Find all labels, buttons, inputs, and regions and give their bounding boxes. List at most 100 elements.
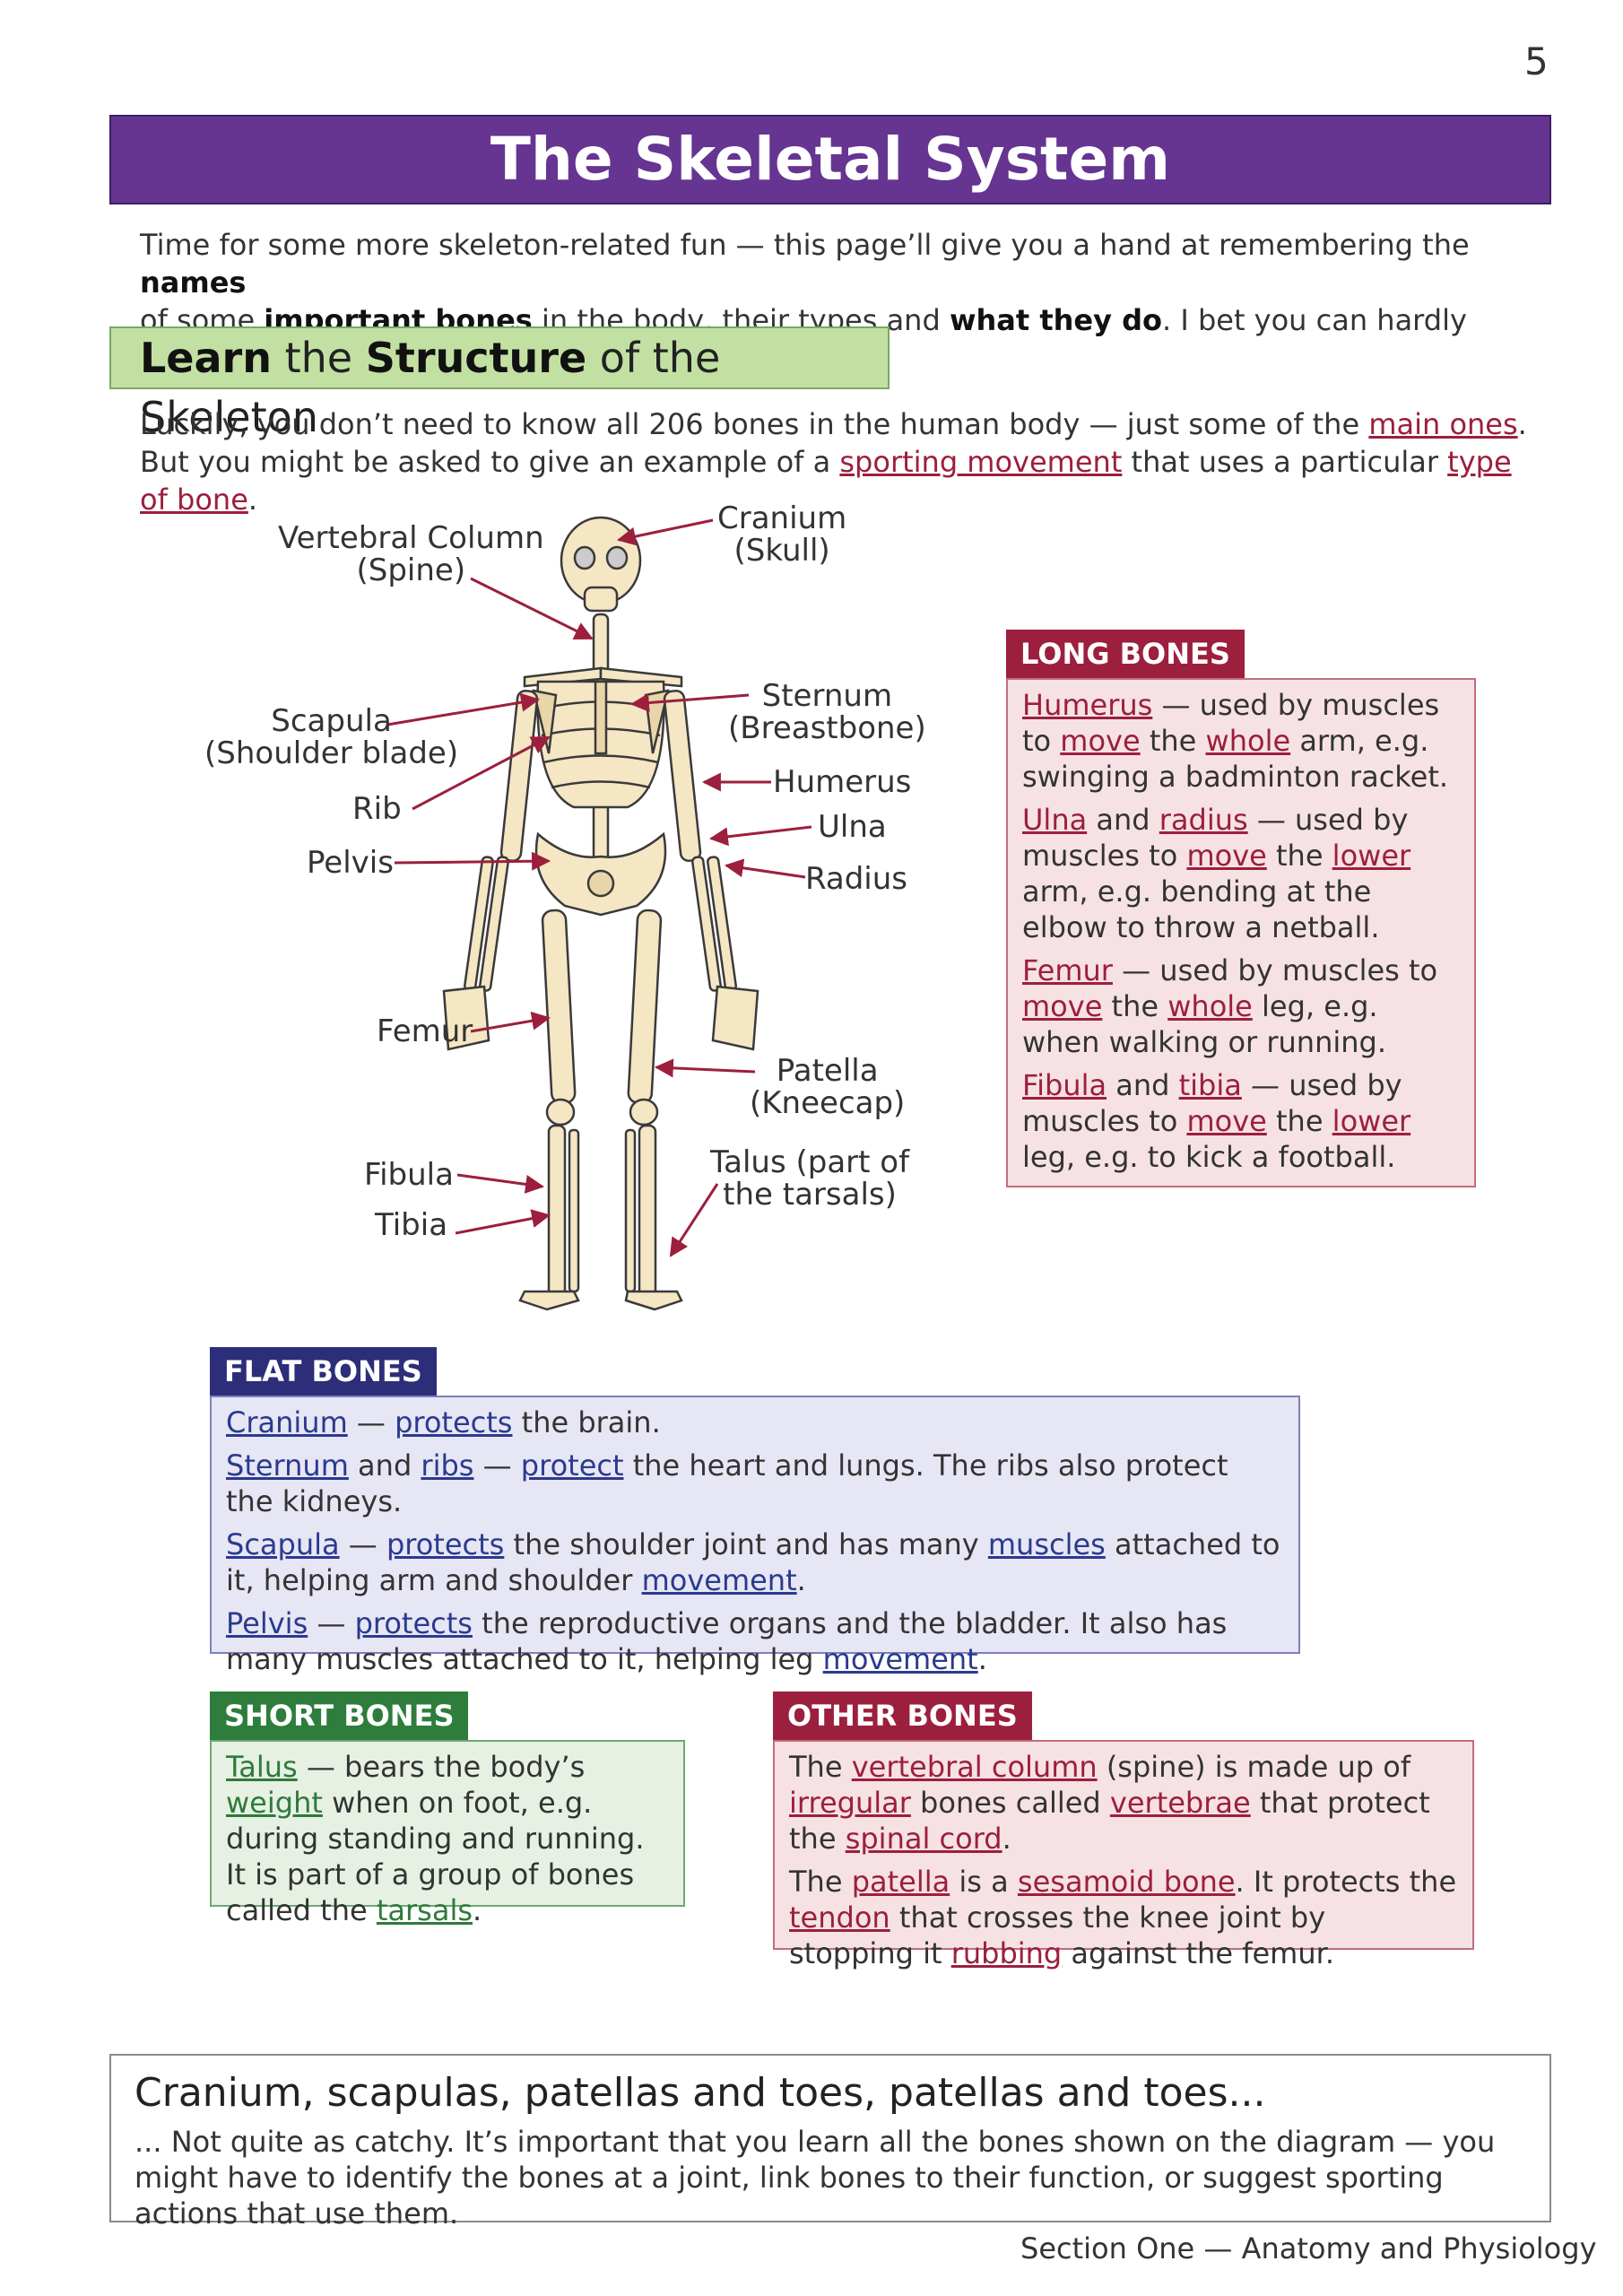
long-bones-item: Ulna and radius — used by muscles to mov… (1022, 802, 1460, 945)
label-line: Sternum (761, 678, 893, 714)
item-text: the heart and lungs. The ribs also prote… (226, 1448, 1228, 1518)
item-text: — used by muscles to (1022, 688, 1440, 758)
lead-text: Luckily, you don’t need to know all 206 … (140, 407, 1369, 441)
intro-text: Time for some more skeleton-related fun … (140, 228, 1470, 262)
item-text: The (789, 1865, 852, 1899)
label-scapula: Scapula (Shoulder blade) (204, 705, 458, 770)
label-line: Vertebral Column (278, 520, 544, 556)
short-bones-box: Talus — bears the body’s weight when on … (210, 1740, 685, 1927)
flat-bones-item: Cranium — protects the brain. (226, 1405, 1284, 1440)
label-line: (Breastbone) (728, 710, 926, 746)
page-title: The Skeletal System (109, 115, 1551, 204)
long-bones-item: Humerus — used by muscles to move the wh… (1022, 687, 1460, 795)
long-bones-item: Femur — used by muscles to move the whol… (1022, 952, 1460, 1060)
item-text: . (796, 1563, 806, 1597)
keyword-link: Ulna (1022, 803, 1088, 837)
other-bones-item: The vertebral column (spine) is made up … (789, 1749, 1458, 1857)
keyword-link: lower (1332, 839, 1411, 873)
item-text: — used by muscles to (1112, 953, 1438, 987)
keyword-link: Cranium (226, 1405, 348, 1439)
keyword-link: protects (395, 1405, 513, 1439)
flat-bones-box: Cranium — protects the brain. Sternum an… (210, 1396, 1300, 1676)
label-line: Patella (776, 1053, 879, 1089)
label-fibula: Fibula (364, 1157, 454, 1193)
keyword-link: move (1186, 1104, 1267, 1138)
keyword-link: whole (1205, 724, 1291, 758)
lead-text: . (1517, 407, 1527, 441)
keyword-link: tibia (1178, 1068, 1242, 1102)
keyword-link: Fibula (1022, 1068, 1107, 1102)
item-text: the shoulder joint and has many (504, 1527, 988, 1561)
item-text: attached to it, helping arm and shoulder (226, 1527, 1280, 1597)
keyword-link: irregular (789, 1786, 911, 1820)
summary-text: ... Not quite as catchy. It’s important … (135, 2125, 1496, 2231)
item-text: — used by muscles to (1022, 1068, 1402, 1138)
item-text: that crosses the knee joint by stopping … (789, 1900, 1326, 1970)
item-text: the reproductive organs and the bladder.… (226, 1606, 1228, 1676)
keyword-link: protects (386, 1527, 505, 1561)
keyword-link: tendon (789, 1900, 890, 1935)
keyword-link: Femur (1022, 953, 1113, 987)
keyword-link: Pelvis (226, 1606, 308, 1640)
short-bones-tag: SHORT BONES (210, 1692, 469, 1740)
keyword-link: move (1022, 989, 1103, 1023)
keyword-link: Humerus (1022, 688, 1153, 722)
keyword-link: move (1060, 724, 1141, 758)
item-text: the (1266, 839, 1332, 873)
keyword-link: main ones (1368, 407, 1518, 441)
item-text: leg, e.g. when walking or running. (1022, 989, 1387, 1059)
item-text: the (1102, 989, 1168, 1023)
keyword-link: spinal cord (845, 1822, 1002, 1856)
keyword-link: type of bone (140, 445, 1512, 517)
item-text: and (348, 1448, 421, 1483)
item-text: when on foot, e.g. during standing and r… (226, 1786, 645, 1927)
keyword-link: sesamoid bone (1017, 1865, 1236, 1899)
keyword-link: move (1186, 839, 1267, 873)
keyword-link: protect (520, 1448, 624, 1483)
keyword-link: radius (1159, 803, 1248, 837)
page-number: 5 (1524, 39, 1549, 83)
heading-bold: Learn (140, 334, 272, 382)
keyword-link: Talus (226, 1750, 298, 1784)
page-footer: Section One — Anatomy and Physiology (1020, 2231, 1597, 2266)
keyword-link: ribs (421, 1448, 474, 1483)
lead-text: that uses a particular (1122, 445, 1448, 479)
short-bones-item: Talus — bears the body’s weight when on … (226, 1749, 669, 1928)
flat-bones-item: Scapula — protects the shoulder joint an… (226, 1526, 1284, 1598)
flat-bones-item: Pelvis — protects the reproductive organ… (226, 1605, 1284, 1677)
item-text: arm, e.g. bending at the elbow to throw … (1022, 874, 1380, 944)
item-text: the (1266, 1104, 1332, 1138)
flat-bones-item: Sternum and ribs — protect the heart and… (226, 1448, 1284, 1519)
label-line: (Shoulder blade) (204, 735, 459, 771)
keyword-link: movement (822, 1642, 978, 1676)
item-text: — (347, 1405, 395, 1439)
keyword-link: whole (1167, 989, 1253, 1023)
label-cranium: Cranium (Skull) (717, 502, 846, 567)
item-text: is a (950, 1865, 1018, 1899)
lead-text: . (247, 483, 258, 517)
label-line: Talus (part of (710, 1144, 910, 1180)
item-text: . It protects the (1235, 1865, 1457, 1899)
keyword-link: rubbing (950, 1936, 1063, 1970)
item-text: bones called (910, 1786, 1110, 1820)
label-tibia: Tibia (375, 1207, 448, 1243)
other-bones-item: The patella is a sesamoid bone. It prote… (789, 1864, 1458, 1971)
item-text: against the femur. (1062, 1936, 1334, 1970)
keyword-link: vertebral column (851, 1750, 1098, 1784)
summary-title: Cranium, scapulas, patellas and toes, pa… (135, 2070, 1266, 2116)
label-line: the tarsals) (723, 1177, 897, 1213)
other-bones-tag: OTHER BONES (773, 1692, 1032, 1740)
item-text: arm, e.g. swinging a badminton racket. (1022, 724, 1449, 794)
item-text: the (1140, 724, 1206, 758)
long-bones-box: Humerus — used by muscles to move the wh… (1006, 678, 1476, 1187)
keyword-link: muscles (987, 1527, 1106, 1561)
keyword-link: movement (641, 1563, 797, 1597)
keyword-link: Sternum (226, 1448, 349, 1483)
lead-text: But you might be asked to give an exampl… (140, 445, 840, 479)
flat-bones-tag: FLAT BONES (210, 1347, 437, 1396)
item-text: (spine) is made up of (1097, 1750, 1411, 1784)
label-talus: Talus (part of the tarsals) (710, 1146, 909, 1211)
item-text: The (789, 1750, 852, 1784)
label-ulna: Ulna (818, 809, 887, 845)
label-rib: Rib (352, 791, 402, 827)
